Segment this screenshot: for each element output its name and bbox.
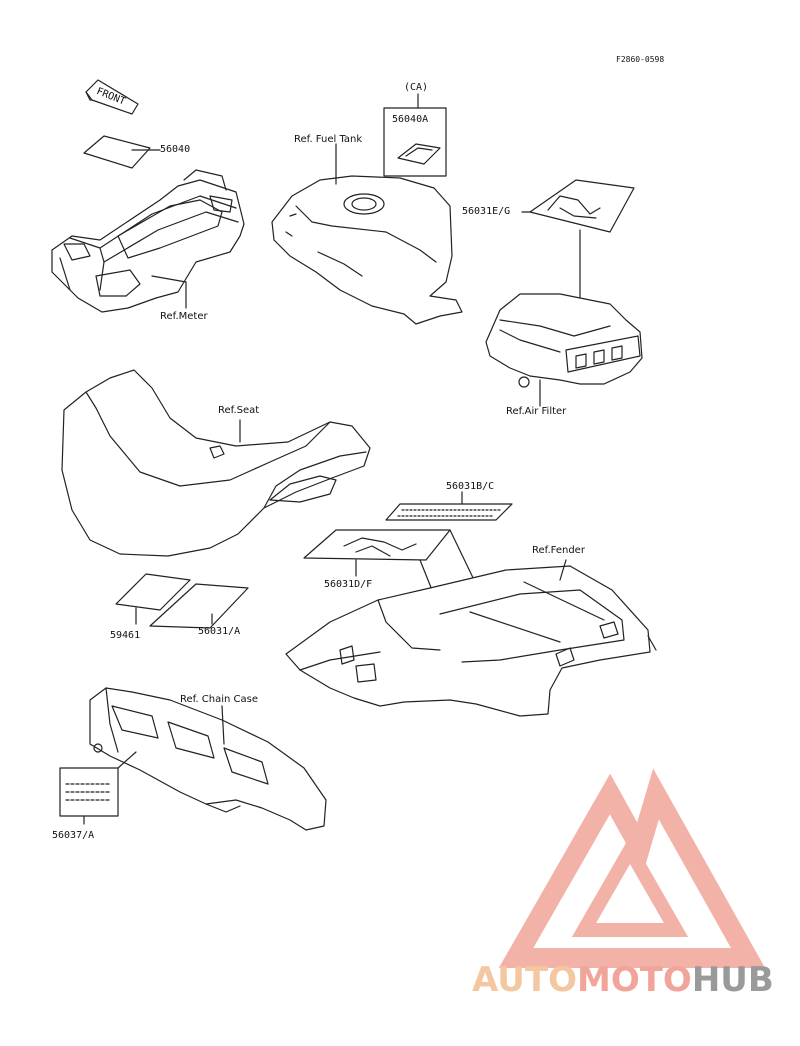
label-56031eg: 56031E/G: [462, 206, 511, 217]
sticker-59461: [115, 573, 191, 625]
label-56031a: 56031/A: [198, 626, 241, 637]
label-56040: 56040: [160, 144, 191, 155]
label-56031bc: 56031B/C: [446, 481, 495, 492]
watermark-part-hub: HUB: [691, 960, 774, 1000]
figure-code: F2860-0598: [616, 55, 665, 64]
bracket-ca: [383, 93, 447, 177]
label-ref-seat: Ref.Seat: [218, 405, 260, 416]
sticker-56040: [83, 135, 161, 169]
sticker-56031eg: [521, 179, 635, 303]
fuel-tank: [271, 143, 463, 325]
fender: [285, 559, 657, 717]
air-filter: [485, 293, 643, 407]
label-ref-fuel-tank: Ref. Fuel Tank: [294, 134, 363, 145]
label-ref-air-filter: Ref.Air Filter: [506, 406, 567, 417]
meter-assembly: [51, 169, 245, 313]
seat: [61, 369, 371, 557]
label-56040a: 56040A: [392, 114, 429, 125]
label-ref-chain-case: Ref. Chain Case: [180, 694, 259, 705]
plate-56037a: [59, 751, 137, 825]
label-ref-fender: Ref.Fender: [532, 545, 585, 556]
label-56037a: 56037/A: [52, 830, 95, 841]
front-arrow: FRONT: [85, 79, 139, 115]
watermark-logo: [498, 768, 766, 968]
label-ca: (CA): [404, 82, 429, 93]
sticker-56031bc: [385, 491, 513, 521]
label-56031df: 56031D/F: [324, 579, 373, 590]
watermark-text: AUTOMOTOHUB: [472, 960, 774, 1000]
chain-case: [89, 687, 327, 831]
watermark-part-moto: MOTO: [576, 960, 692, 1000]
watermark-part-auto: AUTO: [472, 960, 577, 1000]
label-ref-meter: Ref.Meter: [160, 311, 208, 322]
sticker-56031df: [303, 529, 477, 601]
label-59461: 59461: [110, 630, 141, 641]
sticker-56031a: [149, 583, 249, 629]
